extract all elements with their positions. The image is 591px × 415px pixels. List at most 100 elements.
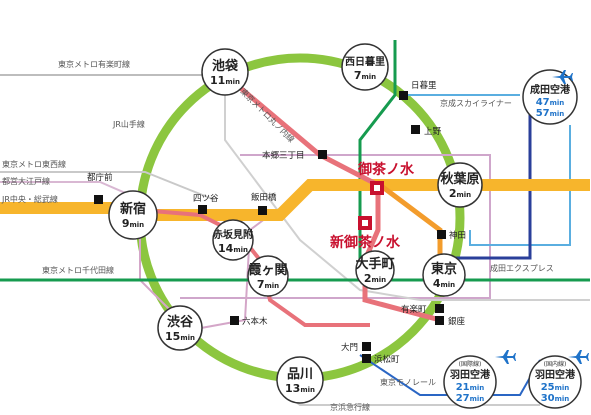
- time-unit: min: [550, 110, 565, 118]
- origin-shin-ochanomizu: 新御茶ノ水: [330, 234, 401, 251]
- line-label-tozai: 東京メトロ東西線: [2, 159, 66, 169]
- station-time: 14min: [218, 242, 248, 255]
- time-value: 2: [449, 187, 457, 200]
- hub-stations: 池袋11min西日暮里7min秋葉原2min新宿9min赤坂見附14min霞ヶ関…: [108, 43, 483, 404]
- chuo-sobu-line: [0, 179, 590, 221]
- station-name: 東京: [431, 261, 457, 277]
- time-unit: min: [129, 221, 144, 229]
- time-value: 9: [122, 217, 130, 230]
- station-circle: [437, 162, 483, 208]
- tozai-line: [0, 171, 216, 201]
- station-time: 7min: [354, 69, 376, 82]
- origin-ochanomizu: 御茶ノ水: [357, 161, 415, 178]
- stop-daimon: 大門: [341, 342, 358, 353]
- time-unit: min: [555, 395, 570, 403]
- airport-name: 羽田空港: [535, 368, 576, 381]
- line-label-yurakucho: 東京メトロ有楽町線: [58, 59, 130, 69]
- stop-roppongi: 六本木: [242, 316, 268, 327]
- stop-nippori: 日暮里: [411, 80, 437, 91]
- station-circle: [247, 255, 289, 297]
- time-unit: min: [371, 276, 386, 284]
- airplane-icon: [495, 350, 516, 364]
- purple-box-line: [180, 154, 491, 299]
- time-value: 15: [165, 330, 180, 343]
- time-unit: min: [225, 78, 240, 86]
- chuo-orange: [378, 183, 443, 265]
- chiyoda-vertical: [358, 40, 397, 280]
- station-circle: [201, 48, 249, 96]
- station-circle: [276, 356, 324, 404]
- station-circle: [157, 305, 203, 351]
- stop-ueno: 上野: [424, 127, 442, 137]
- station-name: 品川: [287, 367, 313, 382]
- stop-iidabashi: 飯田橋: [251, 192, 277, 203]
- stop-ginza: 銀座: [448, 316, 466, 327]
- airport-circle: [443, 355, 497, 409]
- time-unit: min: [550, 99, 565, 107]
- airport-time: 47min: [536, 97, 565, 108]
- station-circle: [108, 190, 158, 240]
- station-time: 2min: [364, 272, 386, 285]
- station-name: 池袋: [212, 58, 239, 74]
- line-label-monorail: 東京モノレール: [380, 377, 436, 387]
- time-value: 11: [210, 74, 225, 87]
- airport-name: 成田空港: [530, 83, 571, 96]
- stop-yotsuya: 四ツ谷: [193, 194, 219, 204]
- stop-yurakucho: 有楽町: [401, 304, 427, 315]
- station-time: 7min: [257, 278, 279, 291]
- time-value: 47: [536, 97, 550, 108]
- stop-hongo: 本郷三丁目: [262, 150, 305, 161]
- airport-time: 30min: [541, 393, 570, 404]
- time-value: 14: [218, 242, 234, 255]
- station-name: 西日暮里: [345, 55, 385, 68]
- oedo-loop: [139, 205, 271, 332]
- station-name: 秋葉原: [440, 171, 479, 187]
- time-unit: min: [440, 281, 455, 289]
- line-label-chiyoda: 東京メトロ千代田線: [42, 265, 114, 275]
- line-label-yamanote: JR山手線: [112, 119, 145, 129]
- airport-tag: (国際線): [459, 360, 482, 368]
- time-value: 13: [285, 382, 300, 395]
- time-value: 30: [541, 393, 555, 404]
- airport-circle: [522, 69, 578, 125]
- time-unit: min: [361, 73, 376, 81]
- stop-tochomae: 都庁前: [87, 172, 113, 183]
- station-name: 赤坂見附: [213, 228, 253, 241]
- time-unit: min: [456, 191, 471, 199]
- station-name: 渋谷: [167, 314, 194, 330]
- time-unit: min: [233, 246, 248, 254]
- airport-time: 21min: [456, 382, 485, 393]
- time-value: 21: [456, 382, 470, 393]
- station-time: 9min: [122, 217, 144, 230]
- station-time: 15min: [165, 330, 195, 343]
- time-unit: min: [555, 384, 570, 392]
- airport-name: 羽田空港: [450, 368, 491, 381]
- time-value: 7: [354, 69, 362, 82]
- line-label-oedo: 都営大江戸線: [2, 176, 50, 186]
- stop-kanda: 神田: [449, 230, 466, 241]
- time-unit: min: [180, 334, 195, 342]
- line-label-skyliner: 京成スカイライナー: [440, 98, 512, 108]
- station-time: 11min: [210, 74, 240, 87]
- time-unit: min: [300, 386, 315, 394]
- time-value: 57: [536, 108, 550, 119]
- station-circle: [212, 219, 254, 261]
- grey-line-2: [224, 85, 590, 301]
- line-label-keikyu: 京浜急行線: [330, 402, 370, 412]
- airport-stations: 成田空港47min57min(国際線)羽田空港21min27min(国内線)羽田…: [443, 69, 582, 409]
- airport-circle: [528, 355, 582, 409]
- oedo-line: [0, 181, 131, 196]
- line-label-chuo: JR中央・総武線: [1, 194, 58, 204]
- time-value: 25: [541, 382, 555, 393]
